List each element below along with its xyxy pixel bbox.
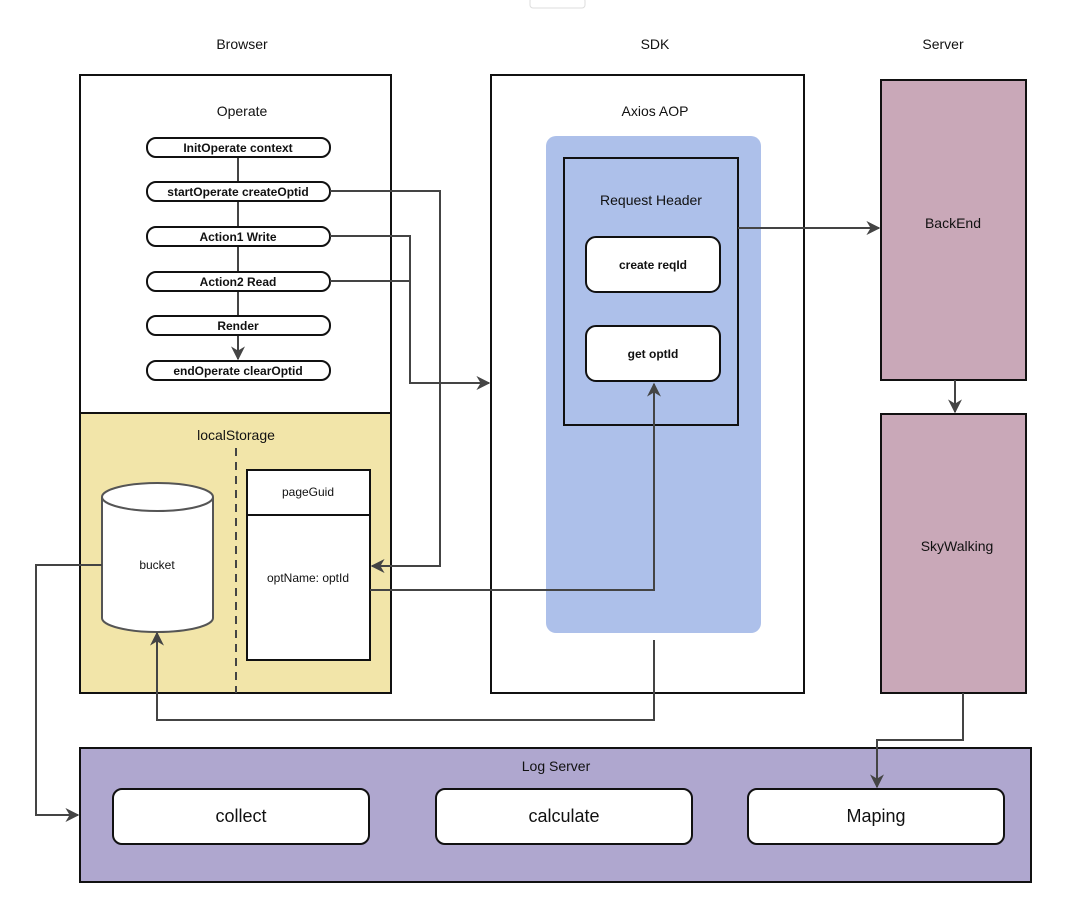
svg-text:get optId: get optId <box>628 347 679 361</box>
collect-box: collect <box>112 788 370 845</box>
bucket-label: bucket <box>139 558 175 572</box>
svg-text:InitOperate context: InitOperate context <box>183 141 292 155</box>
operate-title: Operate <box>217 103 268 119</box>
svg-text:SkyWalking: SkyWalking <box>921 538 994 554</box>
step-action1: Action1 Write <box>146 226 331 247</box>
skywalking-box: SkyWalking <box>880 413 1027 694</box>
local-storage-title: localStorage <box>197 427 275 443</box>
calculate-box: calculate <box>435 788 693 845</box>
maping-box: Maping <box>747 788 1005 845</box>
arrow-sdk-to-bucket <box>150 631 655 721</box>
svg-text:Action1 Write: Action1 Write <box>199 230 276 244</box>
get-opt-id-box: get optId <box>585 325 721 382</box>
arrow-start-to-pageguid <box>330 190 441 573</box>
step-render: Render <box>146 315 331 336</box>
svg-text:Maping: Maping <box>846 806 905 826</box>
svg-text:endOperate clearOptid: endOperate clearOptid <box>173 364 302 378</box>
step-init: InitOperate context <box>146 137 331 158</box>
browser-box: Operate InitOperate context startOperate… <box>79 74 392 694</box>
step-end: endOperate clearOptid <box>146 360 331 381</box>
svg-text:BackEnd: BackEnd <box>925 215 981 231</box>
opt-entry-label: optName: optId <box>267 571 349 585</box>
request-header-box <box>563 157 739 426</box>
page-guid-table: pageGuid optName: optId <box>246 469 371 661</box>
backend-box: BackEnd <box>880 79 1027 381</box>
column-title-browser: Browser <box>216 36 268 52</box>
arrow-actions-to-sdk <box>330 235 491 390</box>
svg-text:create reqId: create reqId <box>619 258 687 272</box>
svg-text:Log Server: Log Server <box>522 758 591 774</box>
page-guid-label: pageGuid <box>282 485 334 499</box>
step-action2: Action2 Read <box>146 271 331 292</box>
arrow-bucket-to-collect <box>35 564 102 822</box>
top-tab <box>529 0 586 9</box>
sdk-box: Axios AOP Request Header create reqId ge… <box>490 74 805 694</box>
arrow-skywalking-to-maping <box>870 693 964 789</box>
svg-text:startOperate createOptid: startOperate createOptid <box>167 185 308 199</box>
svg-text:Action2 Read: Action2 Read <box>200 275 277 289</box>
step-start: startOperate createOptid <box>146 181 331 202</box>
column-title-sdk: SDK <box>641 36 670 52</box>
bucket-cylinder: bucket <box>101 482 214 633</box>
create-req-id-box: create reqId <box>585 236 721 293</box>
arrow-optid-to-get-optid <box>370 382 661 591</box>
svg-text:calculate: calculate <box>528 806 599 826</box>
svg-text:collect: collect <box>215 806 266 826</box>
axios-aop-title: Axios AOP <box>622 103 689 119</box>
svg-text:Render: Render <box>217 319 259 333</box>
column-title-server: Server <box>922 36 964 52</box>
log-server-box: Log Server collect calculate Maping <box>79 747 1032 883</box>
request-header-title: Request Header <box>600 192 702 208</box>
